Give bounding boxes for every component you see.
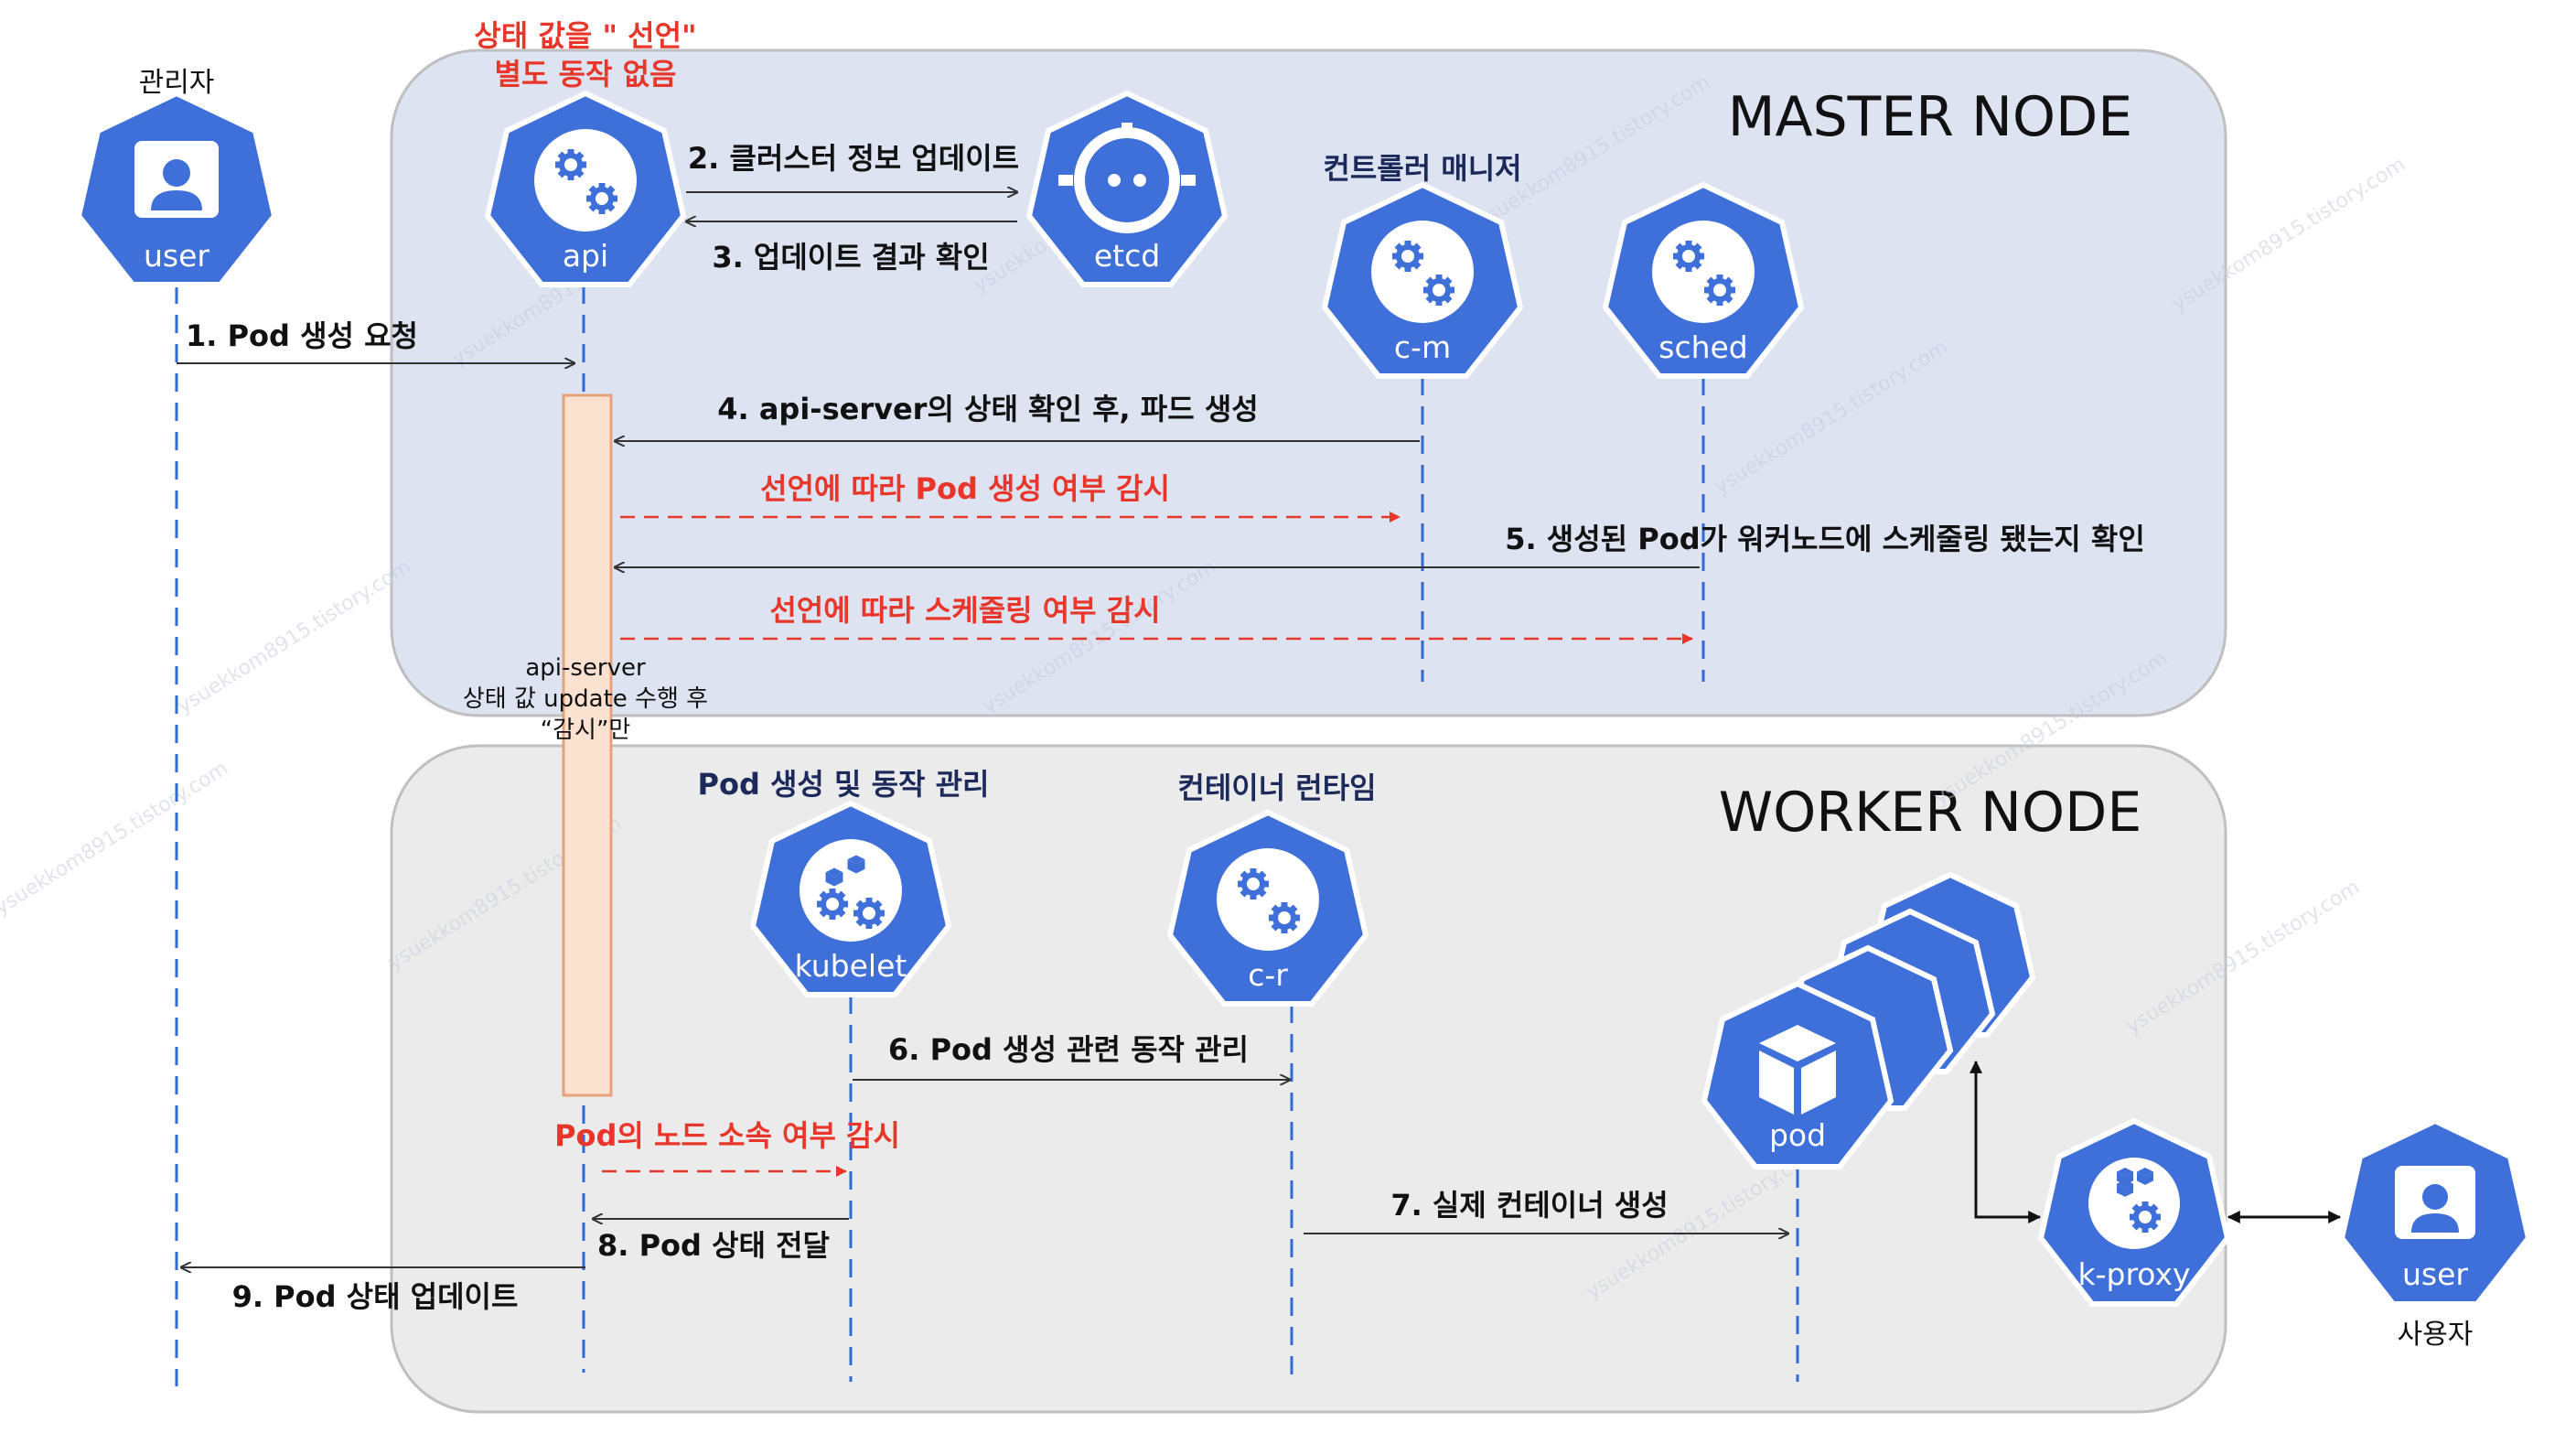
- api-declare-note: 상태 값을 " 선언": [474, 18, 696, 53]
- activation-note-line2: 상태 값 update 수행 후: [463, 685, 708, 713]
- cr-role-label: 컨테이너 런타임: [1177, 770, 1376, 805]
- worker-node-title: WORKER NODE: [1719, 781, 2141, 845]
- msg-watch-3: Pod의 노드 소속 여부 감시: [554, 1118, 900, 1153]
- etcd-icon-label: etcd: [1094, 238, 1160, 274]
- activation-note-line3: “감시”만: [541, 716, 631, 744]
- kubelet-role-label: Pod 생성 및 동작 관리: [698, 767, 990, 802]
- container-runtime-icon: c-r: [1166, 809, 1369, 1007]
- enduser-caption: 사용자: [2398, 1319, 2474, 1351]
- api-icon-label: api: [563, 238, 608, 274]
- msg-1: 1. Pod 생성 요청: [186, 318, 418, 353]
- api-no-action-note: 별도 동작 없음: [495, 57, 677, 92]
- watermark: ysuekkom8915.tistory.com: [0, 757, 232, 920]
- api-activation-bar: [562, 393, 613, 1097]
- watermark: ysuekkom8915.tistory.com: [174, 555, 415, 718]
- admin-caption: 관리자: [139, 67, 215, 99]
- api-server-icon: api: [484, 90, 687, 287]
- message-arrows: [177, 192, 1788, 1267]
- msg-7: 7. 실제 컨테이너 생성: [1390, 1188, 1668, 1223]
- msg-9: 9. Pod 상태 업데이트: [232, 1279, 519, 1314]
- cm-icon-label: c-m: [1394, 329, 1451, 365]
- cm-role-label: 컨트롤러 매니저: [1323, 151, 1521, 186]
- msg-watch-2: 선언에 따라 스케줄링 여부 감시: [769, 593, 1160, 628]
- scheduler-icon: sched: [1602, 181, 1805, 379]
- master-node-title: MASTER NODE: [1728, 85, 2132, 149]
- kubelet-icon: kubelet: [749, 800, 952, 997]
- pod-icon: pod: [1701, 980, 1894, 1169]
- enduser-icon-label: user: [2402, 1256, 2468, 1292]
- kube-proxy-icon: k-proxy: [2037, 1117, 2231, 1307]
- cr-icon-label: c-r: [1248, 957, 1288, 993]
- admin-icon-label: user: [144, 238, 209, 274]
- watch-arrows: [602, 512, 1693, 1177]
- msg-6: 6. Pod 생성 관련 동작 관리: [888, 1032, 1249, 1067]
- msg-5: 5. 생성된 Pod가 워커노드에 스케줄링 됐는지 확인: [1505, 522, 2145, 556]
- pod-proxy-connector: [1970, 1060, 2042, 1223]
- user-icon: user: [75, 90, 278, 287]
- end-user-icon: user: [2338, 1117, 2532, 1307]
- kubelet-icon-label: kubelet: [795, 948, 907, 984]
- msg-watch-1: 선언에 따라 Pod 생성 여부 감시: [760, 471, 1170, 506]
- msg-8: 8. Pod 상태 전달: [597, 1228, 830, 1263]
- controller-manager-icon: c-m: [1321, 181, 1524, 379]
- etcd-icon: etcd: [1025, 90, 1229, 287]
- pod-icon-label: pod: [1769, 1117, 1826, 1153]
- activation-note-line1: api-server: [525, 654, 646, 682]
- msg-3: 3. 업데이트 결과 확인: [712, 240, 989, 275]
- pod-stack: pod: [1701, 871, 2036, 1169]
- kproxy-icon-label: k-proxy: [2077, 1256, 2190, 1292]
- msg-2: 2. 클러스터 정보 업데이트: [688, 141, 1019, 176]
- msg-4: 4. api-server의 상태 확인 후, 파드 생성: [717, 392, 1258, 426]
- sched-icon-label: sched: [1658, 329, 1748, 365]
